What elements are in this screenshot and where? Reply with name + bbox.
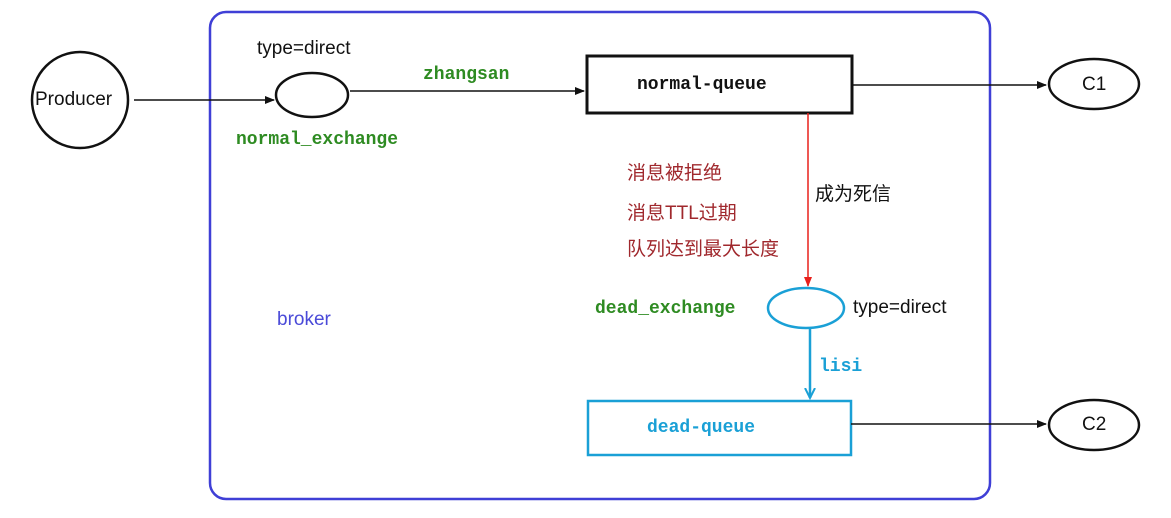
normal-queue-label: normal-queue [637,75,767,95]
broker-container [208,10,992,501]
dead-reason-ttl-expired: 消息TTL过期 [627,203,737,224]
dead-queue-box [586,399,853,457]
dead-reason-rejected: 消息被拒绝 [627,163,723,184]
dead-exchange-node [766,286,846,330]
normal-exchange-name: normal_exchange [236,130,399,150]
dead-queue-label: dead-queue [647,418,756,438]
dead-exchange-name: dead_exchange [595,299,736,319]
consumer-c2-node [1047,398,1141,452]
consumer-c1-label: C1 [1082,74,1107,95]
normal-routing-key: zhangsan [423,65,510,85]
dead-exchange-type: type=direct [853,297,947,318]
normal-exchange-node [274,71,350,119]
broker-label: broker [277,309,331,330]
producer-label: Producer [35,89,113,110]
producer-node [30,50,130,150]
consumer-c2-label: C2 [1082,414,1107,435]
dead-letter-label: 成为死信 [815,184,892,205]
consumer-c1-node [1047,57,1141,111]
dead-reason-max-length: 队列达到最大长度 [627,239,780,260]
normal-exchange-type: type=direct [257,38,351,59]
dead-routing-key: lisi [819,357,863,377]
